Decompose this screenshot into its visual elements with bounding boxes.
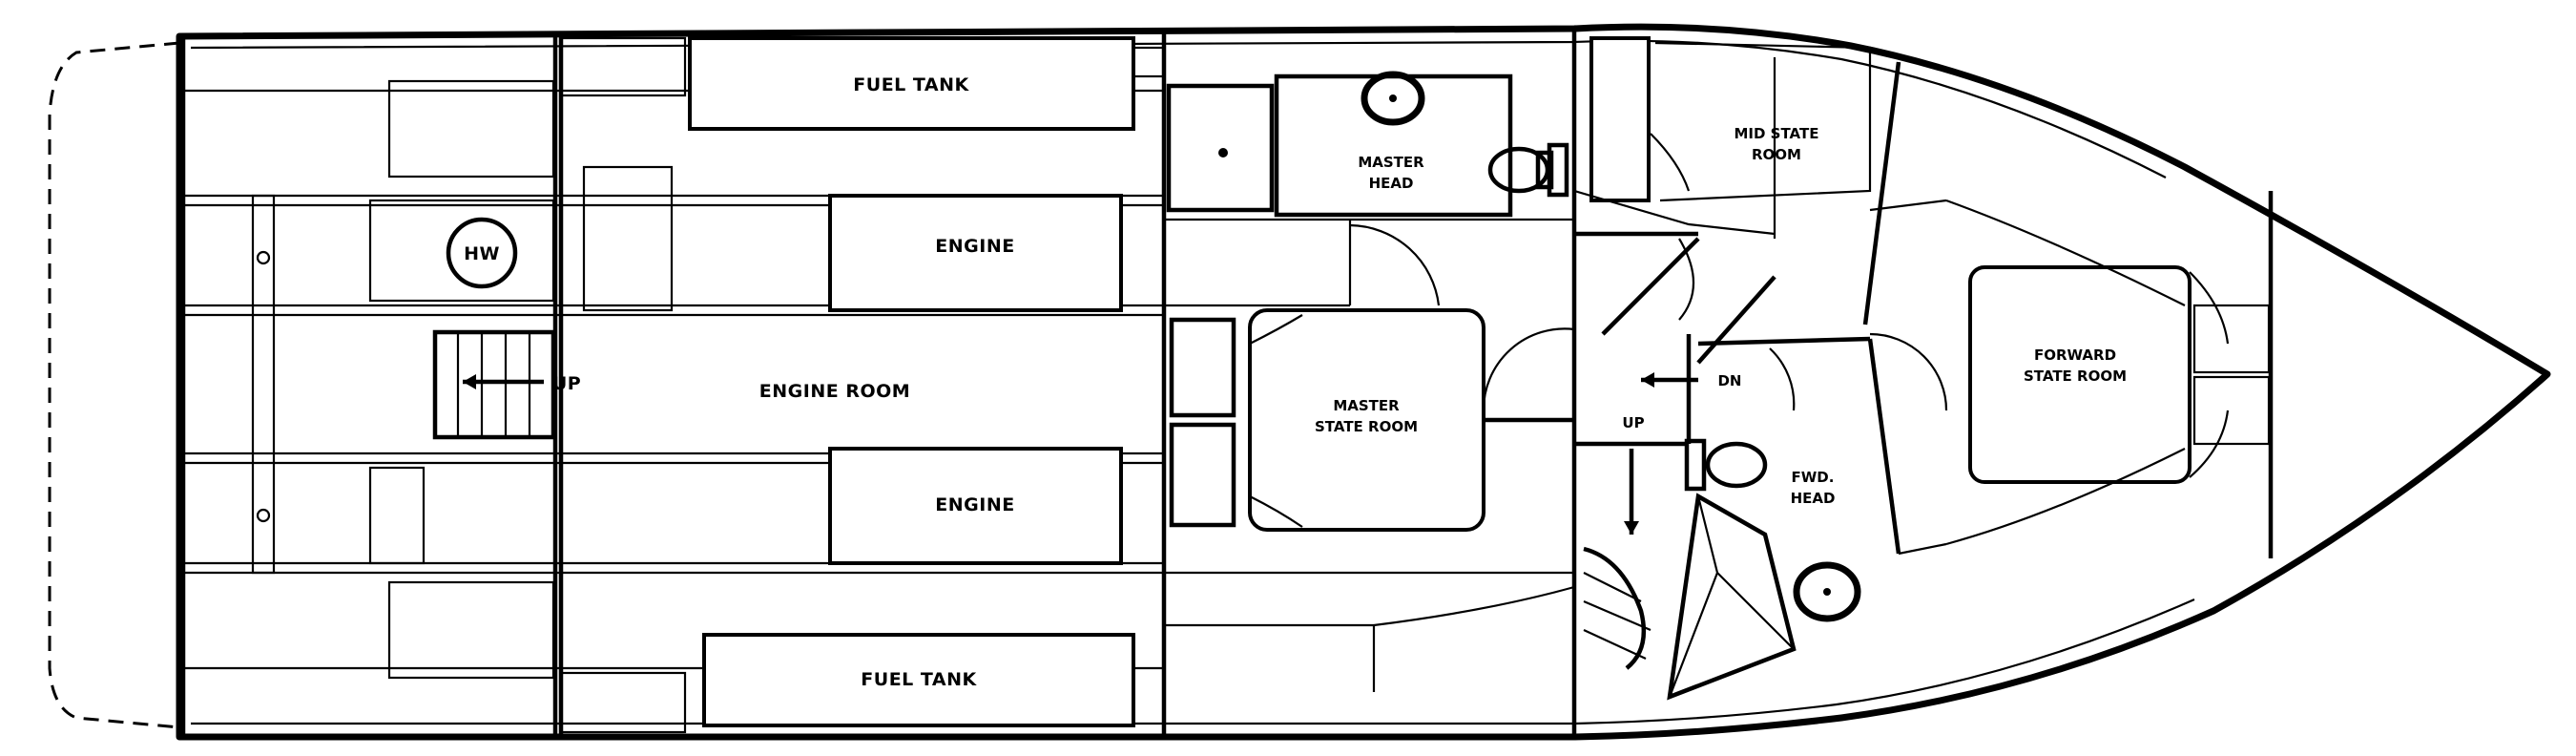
fwd-head-label-2: HEAD	[1791, 490, 1836, 507]
engine-room-label: ENGINE ROOM	[759, 381, 910, 402]
hw-label: HW	[464, 243, 500, 264]
gunwale-line	[190, 39, 2195, 725]
forward-state-room-area	[1862, 61, 2271, 556]
swim-platform-outline	[48, 41, 180, 729]
master-head-label-2: HEAD	[1369, 175, 1414, 192]
master-state-room-label-1: MASTER	[1333, 397, 1400, 414]
aft-stairs	[432, 329, 556, 440]
fuel-tank-top-label: FUEL TANK	[853, 74, 969, 95]
master-state-room-area	[1164, 218, 1575, 692]
fuel-tank-bottom	[702, 633, 1135, 727]
fuel-tank-bottom-label: FUEL TANK	[861, 669, 977, 690]
engine-top	[828, 194, 1123, 312]
forward-state-room-label-2: STATE ROOM	[2024, 368, 2127, 385]
master-state-room-label-2: STATE ROOM	[1315, 418, 1418, 435]
engine-bottom	[828, 447, 1123, 565]
fuel-tank-top	[688, 36, 1135, 131]
master-head-label-1: MASTER	[1358, 154, 1424, 171]
forward-state-room-label-1: FORWARD	[2034, 346, 2116, 364]
mid-state-room-label-2: ROOM	[1752, 146, 1801, 163]
mid-state-room-area	[1573, 36, 1872, 239]
master-head-fixtures	[1166, 71, 1569, 218]
dn-label: DN	[1717, 372, 1741, 389]
engine-bottom-label: ENGINE	[935, 494, 1014, 515]
mid-state-room-label-1: MID STATE	[1735, 125, 1819, 142]
engine-top-label: ENGINE	[935, 236, 1014, 257]
hot-water-heater	[446, 217, 518, 289]
fwd-head-label-1: FWD.	[1792, 469, 1835, 486]
forward-companionway	[1574, 231, 1901, 701]
up-aft-label: UP	[552, 373, 581, 394]
bulkheads	[180, 29, 2274, 737]
up-fwd-label: UP	[1622, 414, 1644, 431]
